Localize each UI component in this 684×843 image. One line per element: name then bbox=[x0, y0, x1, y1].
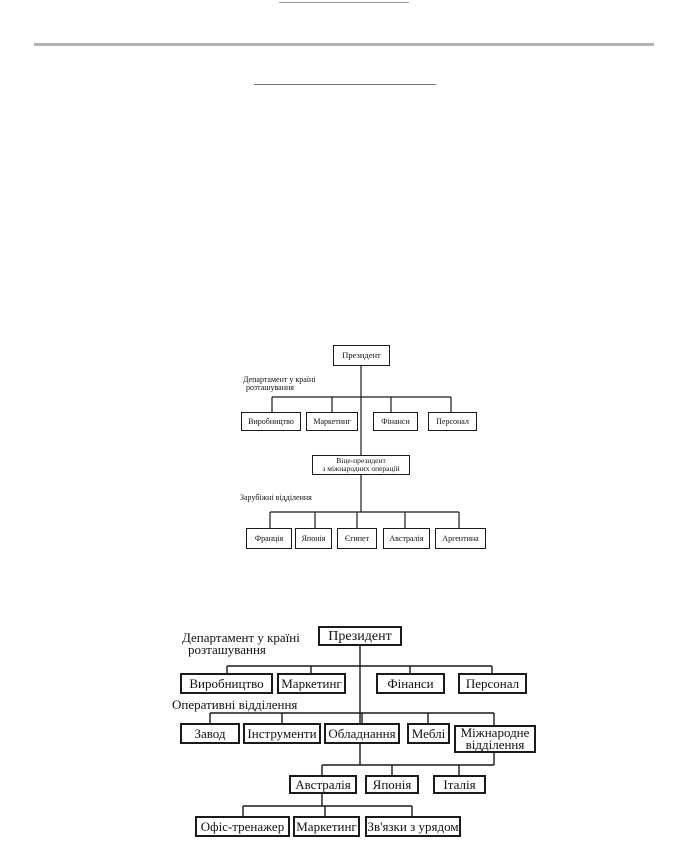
operational-divisions-label: Оперативні відділення bbox=[172, 697, 298, 712]
foreign-branches-label: Зарубіжні відділення bbox=[240, 493, 312, 502]
president-box: Президент bbox=[333, 345, 390, 366]
country-box-japan-2: Японія bbox=[365, 775, 419, 794]
dept-box-marketing-2: Маркетинг bbox=[277, 673, 346, 694]
ops-box-furniture: Меблі bbox=[407, 723, 450, 744]
header-rule-full bbox=[34, 43, 654, 46]
ops-box-tools: Інструменти bbox=[243, 723, 321, 744]
vice-president-box: Віце-президент з міжнародних операцій bbox=[312, 455, 410, 475]
dept-box-finance: Фінанси bbox=[373, 412, 418, 431]
header-rule-center bbox=[254, 84, 436, 85]
unit-box-government-relations: Зв'язки з урядом bbox=[365, 816, 461, 837]
country-box-australia: Австралія bbox=[383, 528, 430, 549]
dept-box-personnel: Персонал bbox=[428, 412, 477, 431]
country-box-italy-2: Італія bbox=[433, 775, 486, 794]
president-box-2: Президент bbox=[318, 626, 402, 646]
country-box-japan: Японія bbox=[295, 528, 332, 549]
ops-box-equipment: Обладнання bbox=[324, 723, 400, 744]
dept-box-marketing: Маркетинг bbox=[306, 412, 358, 431]
home-department-label-2: Департамент у країні розташування bbox=[182, 630, 300, 657]
president-label: Президент bbox=[342, 350, 381, 360]
dept-box-personnel-2: Персонал bbox=[458, 673, 527, 694]
country-box-argentina: Аргентина bbox=[435, 528, 486, 549]
dept-box-finance-2: Фінанси bbox=[376, 673, 445, 694]
unit-box-marketing: Маркетинг bbox=[293, 816, 360, 837]
home-department-label: Департамент у країні розташування bbox=[243, 375, 316, 392]
country-box-australia-2: Австралія bbox=[289, 775, 357, 794]
international-division-box: Міжнародне відділення bbox=[454, 725, 536, 753]
country-box-france: Франція bbox=[246, 528, 292, 549]
dept-box-production: Виробництво bbox=[241, 412, 301, 431]
unit-box-office-trainer: Офіс-тренажер bbox=[195, 816, 290, 837]
dept-box-production-2: Виробництво bbox=[180, 673, 273, 694]
ops-box-plant: Завод bbox=[180, 723, 240, 744]
header-rule-short bbox=[279, 2, 409, 3]
country-box-egypt: Єгипет bbox=[337, 528, 377, 549]
